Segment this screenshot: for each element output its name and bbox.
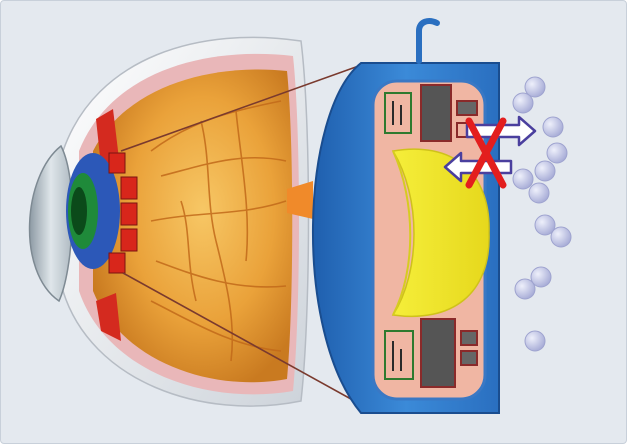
molecule-icon (529, 183, 549, 203)
implant-tab (419, 21, 437, 61)
cornea (30, 146, 73, 301)
chip-top (421, 85, 451, 141)
implant-cross-section (313, 21, 535, 413)
molecule-icon (515, 279, 535, 299)
pupil (71, 187, 87, 235)
molecule-icon (513, 169, 533, 189)
molecule-icon (513, 93, 533, 113)
molecule-icon (551, 227, 571, 247)
molecule-icon (535, 161, 555, 181)
molecule-icon (547, 143, 567, 163)
eyeball (30, 37, 313, 406)
molecule-icon (525, 331, 545, 351)
chip-bottom (421, 319, 455, 387)
molecule-icon (543, 117, 563, 137)
